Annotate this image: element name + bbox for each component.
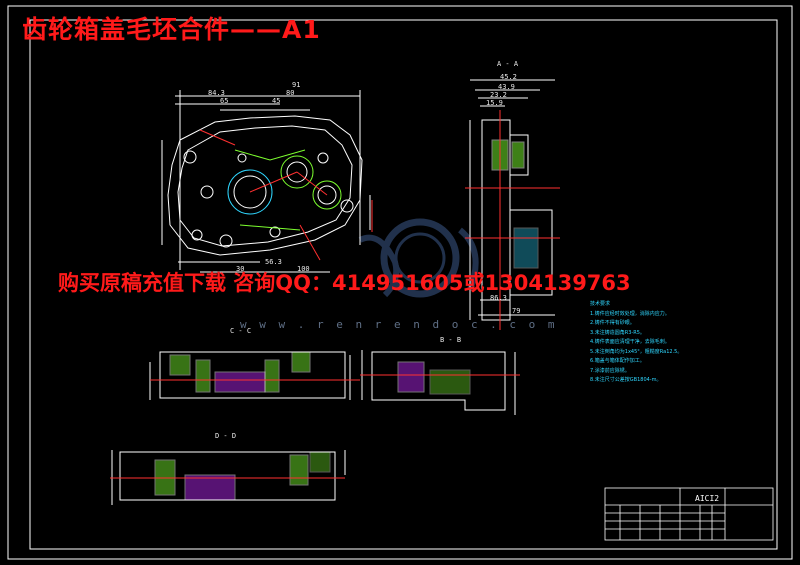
dim-80: 80 — [286, 89, 295, 97]
watermark-logo — [358, 218, 479, 298]
section-bb — [360, 350, 520, 415]
note-line: 5.未注倒角均为1x45°，粗糙度Ra12.5。 — [590, 348, 683, 355]
dim-100: 100 — [297, 265, 310, 273]
dim-84-3: 84.3 — [208, 89, 225, 97]
promo-banner: 购买原稿充值下载 咨询QQ：414951605或1304139763 — [58, 271, 631, 295]
dim-65: 65 — [220, 97, 229, 105]
note-line: 3.未注铸造圆角R3-R5。 — [590, 329, 645, 336]
dim-56-3: 56.3 — [265, 258, 282, 266]
dim-23-2: 23.2 — [490, 91, 507, 99]
section-label-cc: C - C — [230, 327, 252, 335]
note-line: 2.铸件不得有砂眼。 — [590, 320, 635, 326]
dim-86-3: 86.3 — [490, 294, 507, 302]
inner-border — [29, 19, 778, 550]
technical-notes: 技术要求 1.铸件应经时效处理，消除内应力。 2.铸件不得有砂眼。 3.未注铸造… — [590, 300, 682, 386]
section-aa — [465, 79, 560, 330]
title-block — [604, 487, 774, 541]
dim-45-2: 45.2 — [500, 73, 517, 81]
note-line: 4.铸件表面应清理干净，去除毛刺。 — [590, 339, 670, 345]
title-block-name: AICI2 — [695, 494, 720, 503]
watermark-url: w w w . r e n r e n d o c . c o m — [240, 318, 558, 331]
front-view — [161, 90, 373, 273]
note-line: 技术要求 — [590, 301, 611, 307]
note-line: 1.铸件应经时效处理，消除内应力。 — [590, 310, 670, 317]
outer-border — [7, 5, 793, 560]
note-line: 8.未注尺寸公差按GB1804-m。 — [590, 377, 662, 383]
section-cc — [149, 351, 360, 400]
drawing-title: 齿轮箱盖毛坯合件——A1 — [22, 15, 321, 44]
dim-45: 45 — [272, 97, 281, 105]
note-line: 6.箱盖与箱体配作加工。 — [590, 358, 645, 364]
dim-79: 79 — [512, 307, 521, 315]
note-line: 7.涂漆前应除锈。 — [590, 367, 630, 374]
dim-43-9: 43.9 — [498, 83, 515, 91]
section-label-aa: A - A — [497, 60, 519, 68]
section-dd — [110, 450, 346, 505]
dim-15-9: 15.9 — [486, 99, 503, 107]
section-label-dd: D - D — [215, 432, 237, 440]
dim-30: 30 — [236, 265, 245, 273]
dim-91: 91 — [292, 81, 301, 89]
section-label-bb: B - B — [440, 336, 462, 344]
